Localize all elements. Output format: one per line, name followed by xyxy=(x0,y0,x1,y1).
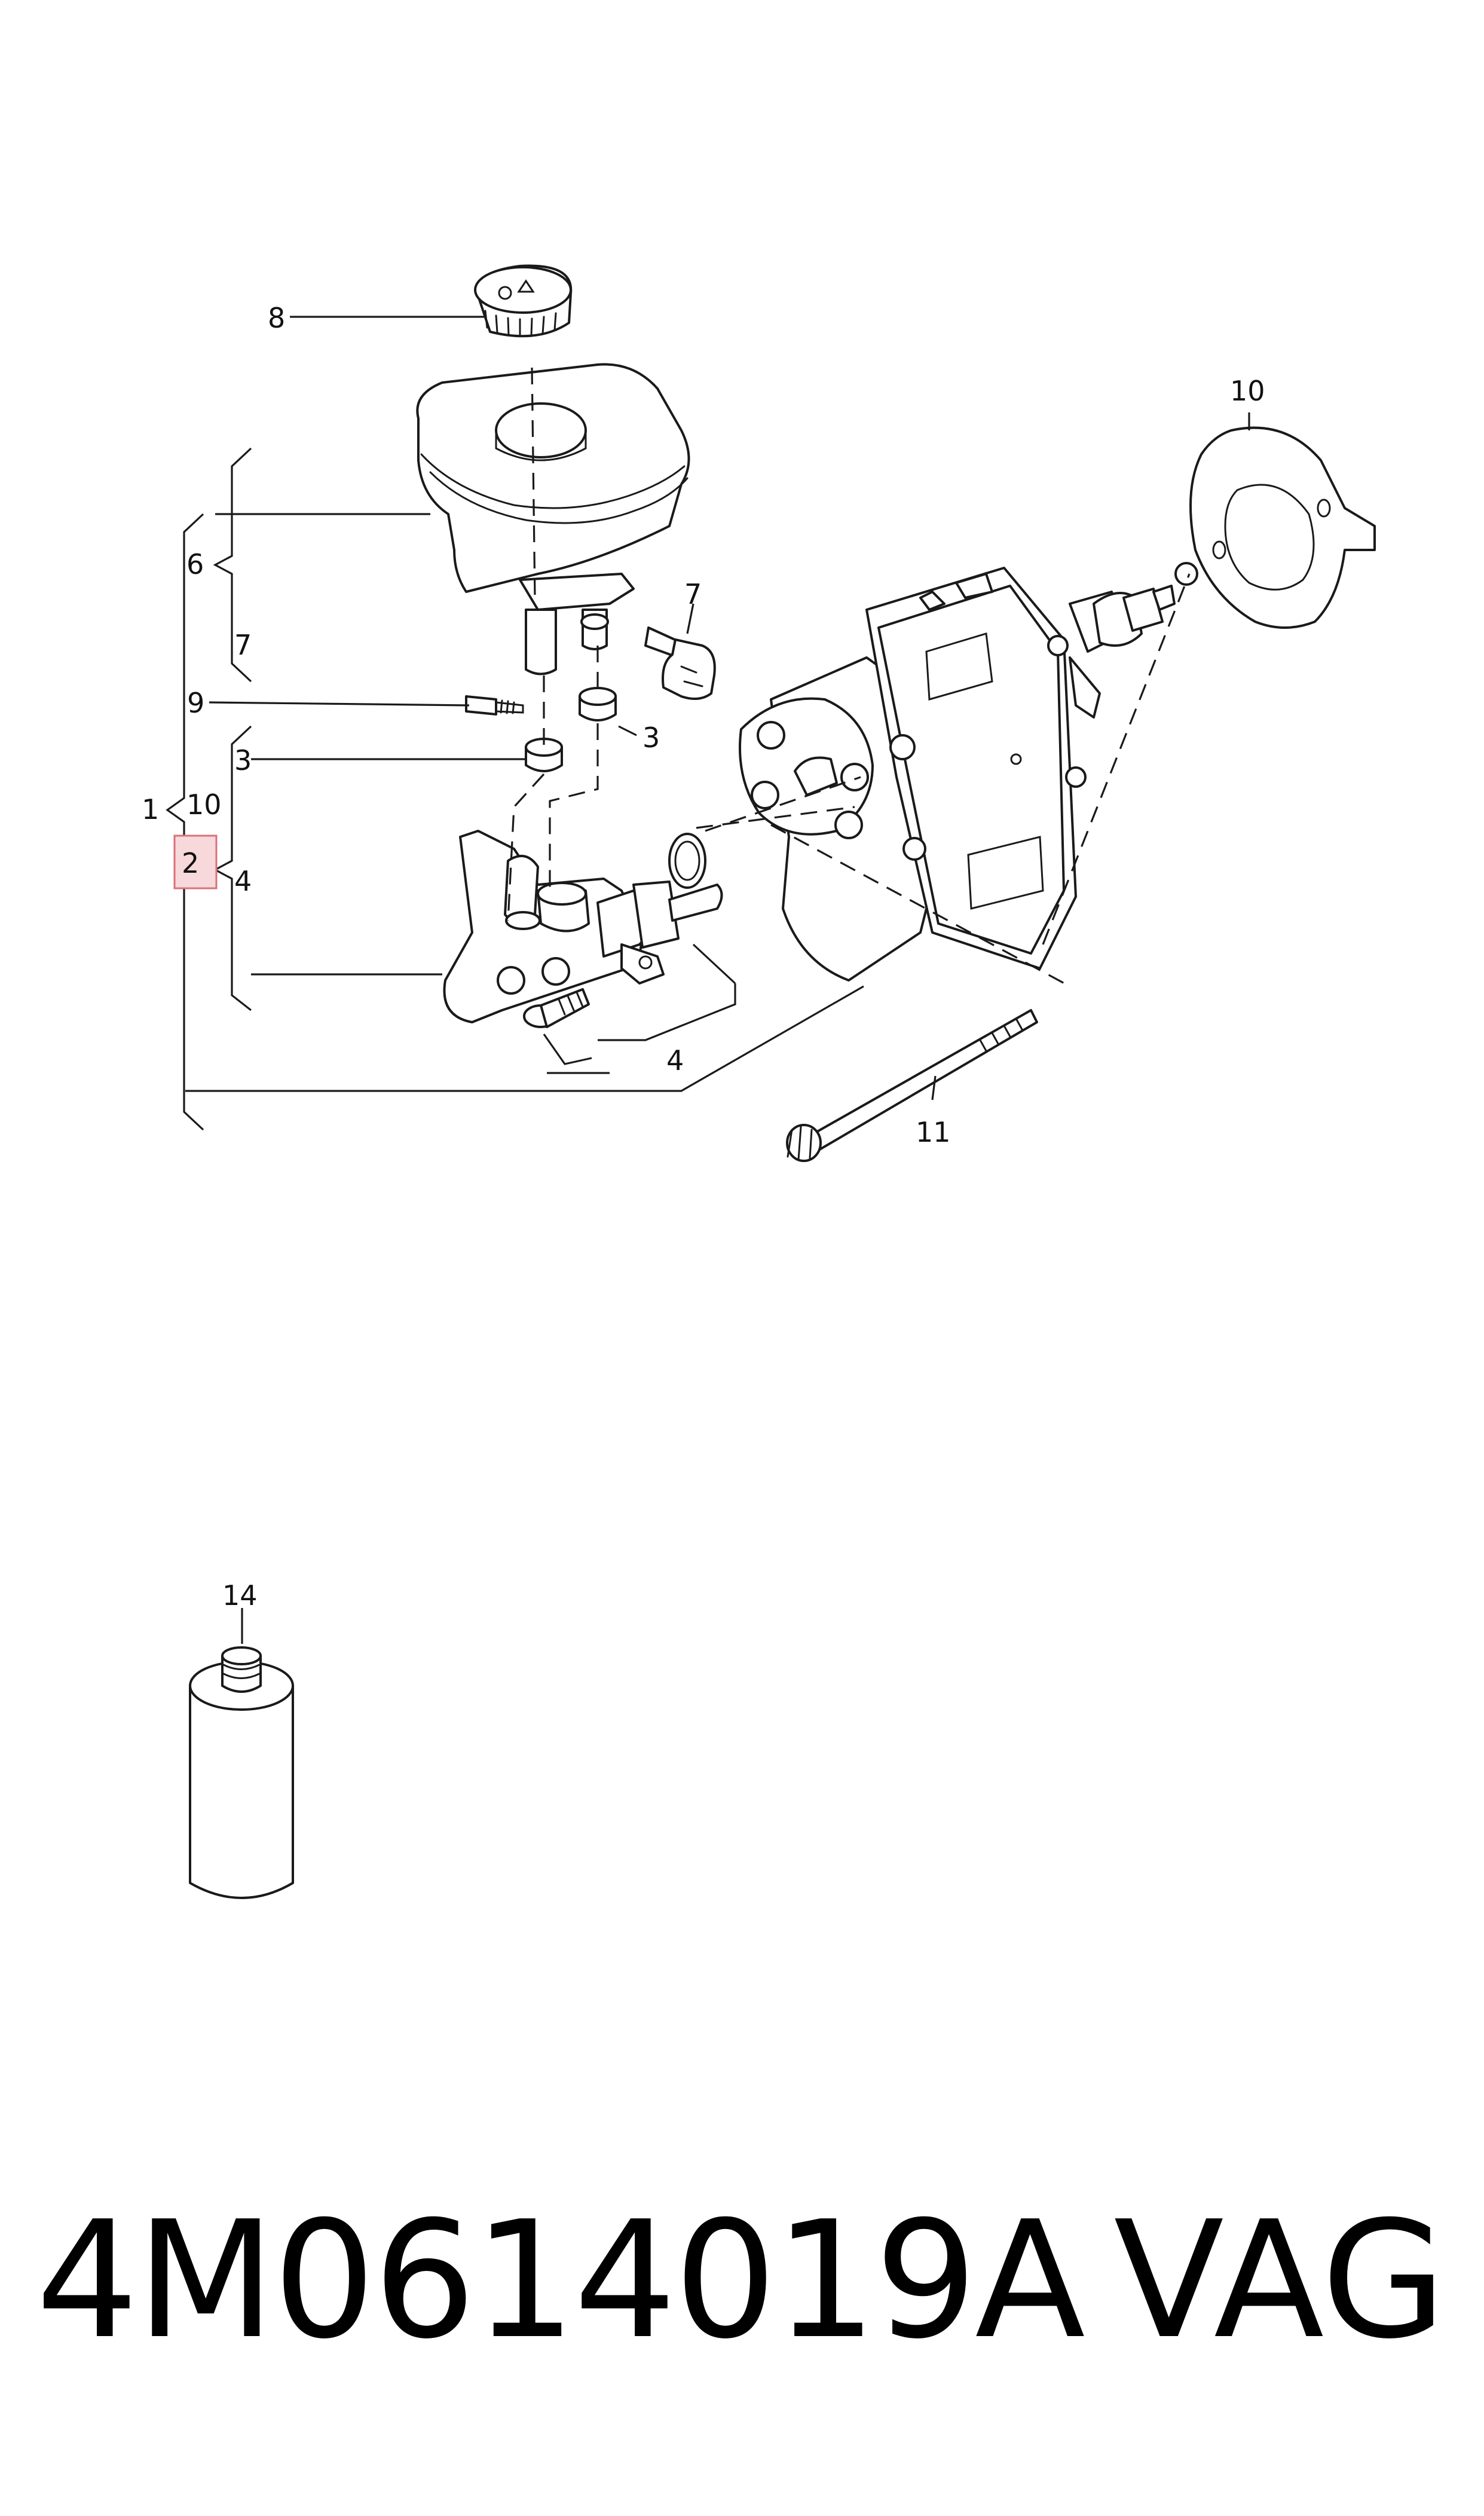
highlight-box xyxy=(173,834,218,889)
level-sensor xyxy=(644,626,716,700)
o-ring-inner xyxy=(674,840,700,881)
callout-8[interactable]: 8 xyxy=(268,302,285,334)
callout-11[interactable]: 11 xyxy=(916,1116,951,1148)
brand-label: VAG xyxy=(1113,2186,1446,2374)
bolt xyxy=(523,988,590,1028)
callout-3-bracket[interactable]: 3 xyxy=(234,744,252,776)
callout-2[interactable]: 2 xyxy=(182,847,199,879)
brake-fluid-reservoir xyxy=(416,363,690,675)
reservoir-cap xyxy=(474,264,573,338)
grommet-upper xyxy=(579,687,617,722)
long-bolt xyxy=(786,1009,1038,1162)
callout-10-bracket[interactable]: 10 xyxy=(186,788,222,821)
callout-9[interactable]: 9 xyxy=(187,687,204,719)
callout-14[interactable]: 14 xyxy=(222,1579,258,1612)
footer: 4M0614019A VAG xyxy=(24,2182,1470,2397)
callout-3-upper[interactable]: 3 xyxy=(642,722,660,754)
assembly-lines xyxy=(507,367,1191,988)
leader-lines xyxy=(166,316,1250,1644)
gasket xyxy=(1174,426,1376,629)
screw-small xyxy=(465,695,524,716)
brake-fluid-bottle xyxy=(189,1646,294,1899)
master-cylinder xyxy=(443,830,723,1023)
callout-6[interactable]: 6 xyxy=(186,548,204,580)
parts-diagram: 8 10 6 7 7 9 3 3 1 10 2 4 4 11 14 xyxy=(142,264,1376,1899)
part-number: 4M0614019A xyxy=(36,2186,1085,2374)
callout-4-bracket[interactable]: 4 xyxy=(234,865,252,897)
callout-7-sensor[interactable]: 7 xyxy=(684,578,702,610)
brake-booster xyxy=(739,567,1176,982)
o-ring xyxy=(668,833,706,889)
callout-4-lower[interactable]: 4 xyxy=(666,1044,684,1077)
callout-7-bracket[interactable]: 7 xyxy=(234,629,252,661)
callout-1[interactable]: 1 xyxy=(142,793,159,826)
callout-10-gasket[interactable]: 10 xyxy=(1230,375,1265,407)
